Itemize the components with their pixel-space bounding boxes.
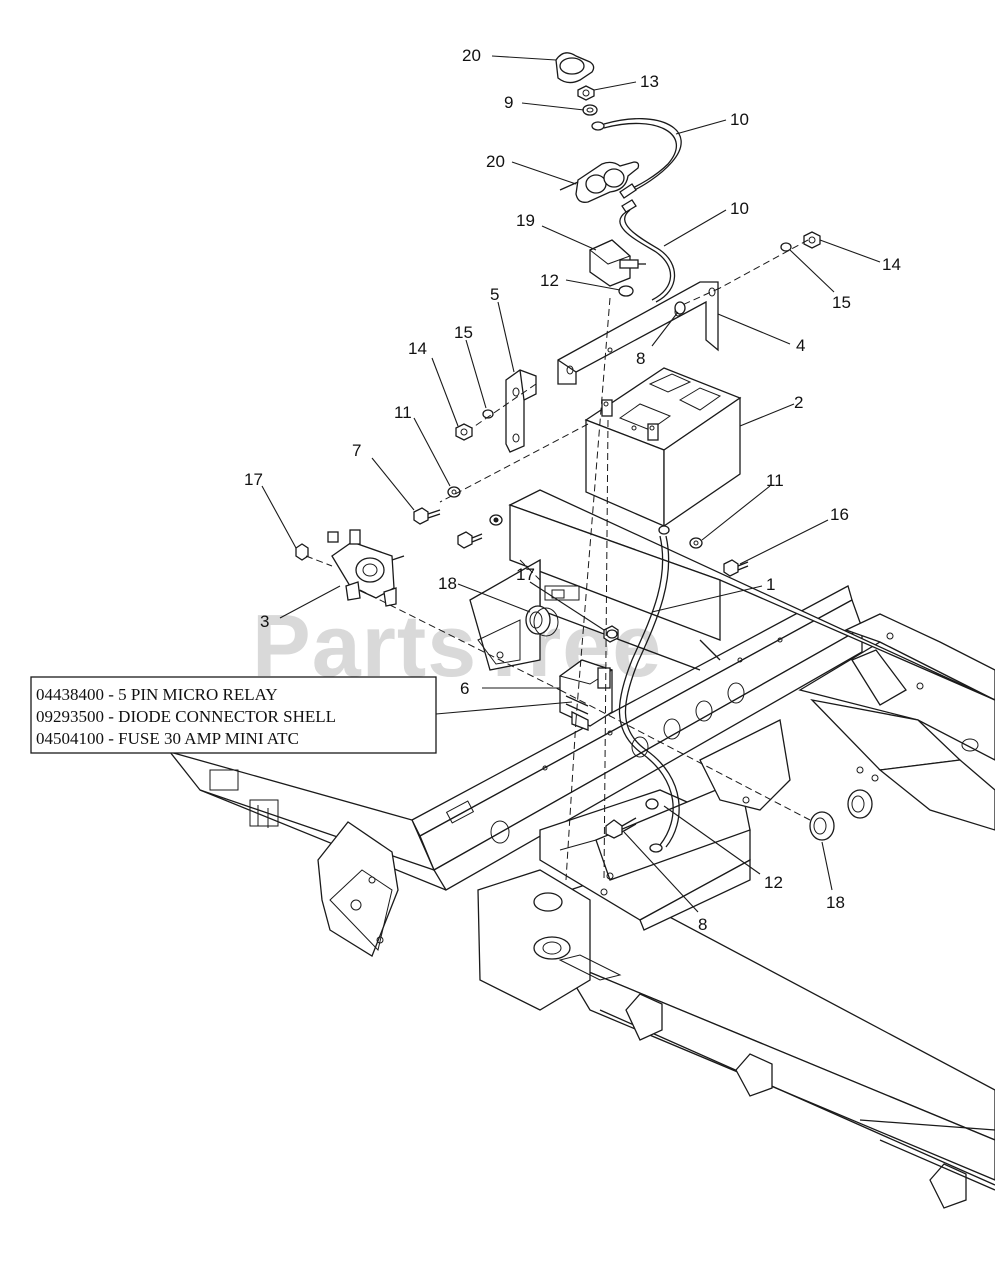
washer-15-left [482,409,494,419]
washer-15-right [780,242,792,252]
nut-12-upper [618,285,634,297]
terminal-boot-20-double [559,161,640,203]
callout-20: 20 [462,46,481,65]
callout-18: 18 [438,574,457,593]
nut-14-right [803,231,821,249]
callout-numbers: 20 13 9 10 20 10 19 14 12 15 5 4 8 14 15… [244,46,901,934]
callout-1: 1 [766,575,775,594]
washer-11-right [689,537,703,549]
ground-cable-1 [618,525,680,853]
bolt-7-second [457,531,483,549]
callout-19: 19 [516,211,535,230]
callout-18: 18 [826,893,845,912]
note-line-diode: 09293500 - DIODE CONNECTOR SHELL [36,707,336,726]
grommet-18-center [525,605,559,637]
battery-cable-10-upper [591,118,682,199]
bracket-5 [505,369,537,453]
callout-7: 7 [352,441,361,460]
callout-10: 10 [730,199,749,218]
assembly-lines [305,239,811,881]
callout-4: 4 [796,336,805,355]
bolt-8-lower [605,817,637,839]
callout-12: 12 [540,271,559,290]
battery-hold-down-4 [557,281,719,385]
battery-2 [584,367,742,528]
switch-19 [589,239,646,287]
callout-16: 16 [830,505,849,524]
callout-9: 9 [504,93,513,112]
callout-8: 8 [636,349,645,368]
callout-6: 6 [460,679,469,698]
callout-14: 14 [882,255,901,274]
callout-17: 17 [516,565,535,584]
nut-14-left [455,423,473,441]
note-line-fuse: 04504100 - FUSE 30 AMP MINI ATC [36,729,299,748]
callout-11: 11 [766,471,784,490]
leader-lines [261,55,881,913]
callout-14: 14 [408,339,427,358]
starter-solenoid-3 [327,529,405,607]
callout-5: 5 [490,285,499,304]
bolt-17-left [295,543,309,561]
callout-11: 11 [394,403,412,422]
callout-13: 13 [640,72,659,91]
parts-note-box: 04438400 - 5 PIN MICRO RELAY 09293500 - … [30,676,437,754]
callout-20: 20 [486,152,505,171]
nut-12-lower [645,798,659,810]
callout-17: 17 [244,470,263,489]
callout-15: 15 [454,323,473,342]
callout-8: 8 [698,915,707,934]
callout-12: 12 [764,873,783,892]
hex-nut-13 [577,85,595,101]
callout-10: 10 [730,110,749,129]
note-line-relay: 04438400 - 5 PIN MICRO RELAY [36,685,278,704]
bolt-8-upper [674,301,686,315]
callout-2: 2 [794,393,803,412]
terminal-boot-20-top [555,52,595,84]
grommet-18-right [809,789,873,841]
micro-relay-6 [558,659,614,731]
callout-15: 15 [832,293,851,312]
washer-11-tray [489,514,503,526]
bolt-7 [413,507,441,525]
battery-cable-10-lower [619,199,676,303]
bolt-16 [723,559,749,577]
lock-washer-9 [582,104,598,116]
mower-frame [168,489,995,1209]
nut-frame [606,629,618,639]
callout-3: 3 [260,612,269,631]
